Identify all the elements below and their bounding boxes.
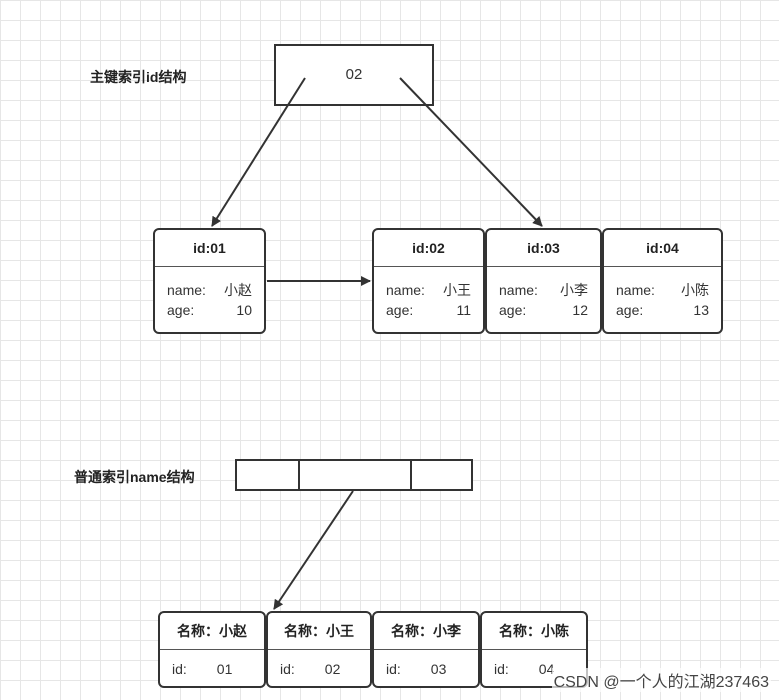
primary-index-label: 主键索引id结构 bbox=[90, 69, 187, 85]
field-value: 小赵 bbox=[224, 282, 252, 298]
field-value: 12 bbox=[572, 302, 588, 318]
arrow-root-to-leaf-01 bbox=[211, 77, 306, 227]
field-value: 01 bbox=[216, 661, 233, 677]
field-value: 小李 bbox=[560, 282, 588, 298]
field-value: 11 bbox=[456, 302, 471, 318]
field-value: 04 bbox=[538, 661, 555, 677]
arrow-root-to-leaf-03 bbox=[399, 77, 543, 227]
watermark: CSDN @一个人的江湖237463 bbox=[551, 668, 771, 692]
field-value: 小王 bbox=[443, 282, 471, 298]
field-label: id: bbox=[386, 661, 401, 677]
field-value: 03 bbox=[430, 661, 447, 677]
field-label: age: bbox=[616, 302, 644, 318]
field-label: age: bbox=[386, 302, 414, 318]
primary-root-key: 02 bbox=[345, 66, 363, 83]
leaf-header: 名称：小陈 bbox=[482, 613, 586, 650]
leaf-header: id:02 bbox=[374, 230, 483, 267]
primary-leaf-02: id:02 name: 小王 age: 11 bbox=[372, 228, 485, 334]
leaf-header: 名称：小李 bbox=[374, 613, 478, 650]
field-label: id: bbox=[280, 661, 295, 677]
primary-leaf-03: id:03 name: 小李 age: 12 bbox=[485, 228, 602, 334]
arrow-secondary-root-to-leaf bbox=[273, 490, 354, 610]
secondary-leaf-01: 名称：小赵 id: 01 bbox=[158, 611, 266, 688]
field-label: age: bbox=[167, 302, 195, 318]
leaf-header: 名称：小赵 bbox=[160, 613, 264, 650]
field-label: name: bbox=[616, 282, 655, 298]
leaf-header: id:04 bbox=[604, 230, 721, 267]
primary-root-node: 02 bbox=[274, 44, 434, 106]
root-segment-divider bbox=[410, 461, 412, 489]
field-value: 小陈 bbox=[681, 282, 709, 298]
leaf-header: 名称：小王 bbox=[268, 613, 370, 650]
field-label: id: bbox=[172, 661, 187, 677]
root-segment-divider bbox=[298, 461, 300, 489]
field-value: 10 bbox=[236, 302, 252, 318]
field-label: id: bbox=[494, 661, 509, 677]
field-label: name: bbox=[386, 282, 425, 298]
field-value: 02 bbox=[324, 661, 341, 677]
field-label: age: bbox=[499, 302, 527, 318]
primary-leaf-01: id:01 name: 小赵 age: 10 bbox=[153, 228, 266, 334]
secondary-leaf-03: 名称：小李 id: 03 bbox=[372, 611, 480, 688]
leaf-header: id:01 bbox=[155, 230, 264, 267]
secondary-root-node bbox=[235, 459, 473, 491]
field-value: 13 bbox=[693, 302, 709, 318]
secondary-leaf-02: 名称：小王 id: 02 bbox=[266, 611, 372, 688]
secondary-index-label: 普通索引name结构 bbox=[74, 469, 195, 485]
primary-leaf-04: id:04 name: 小陈 age: 13 bbox=[602, 228, 723, 334]
leaf-header: id:03 bbox=[487, 230, 600, 267]
field-label: name: bbox=[167, 282, 206, 298]
field-label: name: bbox=[499, 282, 538, 298]
